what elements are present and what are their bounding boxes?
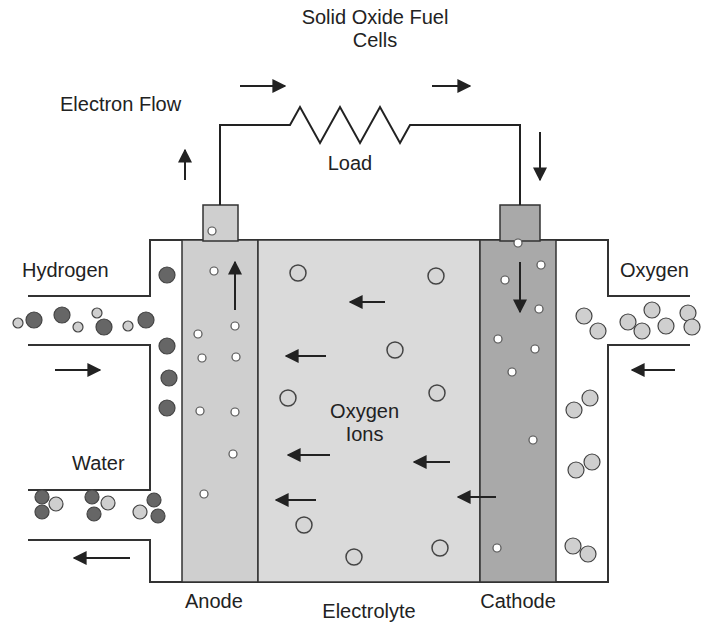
layer-label: Anode	[185, 590, 243, 613]
load-circuit	[220, 107, 520, 205]
cell-layer: Cathode	[480, 240, 556, 582]
cathode-layer	[480, 240, 556, 582]
anode-tab	[203, 205, 238, 241]
part-label: Electron Flow	[60, 93, 181, 116]
part-label: Hydrogen	[22, 259, 109, 282]
housing	[28, 240, 690, 582]
anode-layer	[182, 240, 258, 582]
water-molecules	[35, 490, 165, 523]
electrolyte-layer	[258, 240, 480, 582]
hydrogen-molecules	[13, 267, 177, 416]
oxygen-molecules	[565, 302, 700, 562]
part-label: Water	[72, 452, 125, 475]
layer-label: Cathode	[480, 590, 556, 613]
layer-label: Electrolyte	[322, 600, 415, 623]
cell-layer: Oxygen IonsElectrolyte	[258, 240, 480, 582]
load-label: Load	[328, 152, 373, 175]
cathode-tab	[500, 205, 540, 241]
part-label: Oxygen	[620, 259, 689, 282]
oxygen-ions	[280, 265, 448, 565]
layer-label: Oxygen Ions	[317, 400, 413, 446]
electrons	[194, 227, 545, 552]
cell-layer: Anode	[182, 240, 258, 582]
diagram-title: Solid Oxide Fuel Cells	[300, 6, 450, 52]
flow-arrows	[55, 86, 675, 558]
